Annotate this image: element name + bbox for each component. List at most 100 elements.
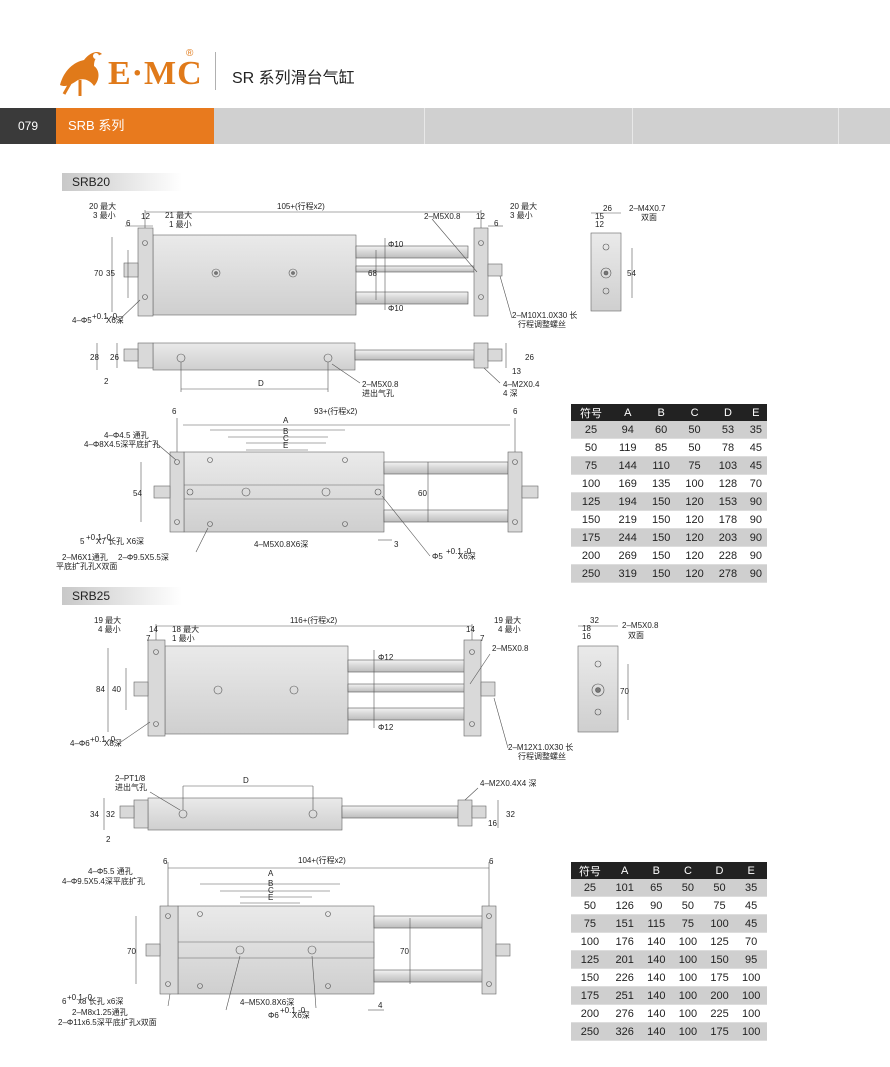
dim-label: 21 最大	[165, 210, 192, 220]
table-cell: 100	[677, 474, 712, 493]
dim-label: 104+(行程x2)	[298, 855, 346, 865]
dim-label: 4–Φ8X4.5深平底扩孔	[84, 439, 160, 449]
dim-label: 20 最大	[510, 201, 537, 211]
dim-label: 26	[525, 353, 534, 362]
table-cell: 90	[744, 492, 767, 511]
srb20-end-view	[590, 212, 633, 312]
srb25-bottom-view	[135, 862, 511, 1011]
dim-label: 6	[489, 857, 494, 866]
table-header-cell: B	[644, 404, 678, 421]
table-cell: 269	[611, 546, 645, 565]
dim-label: 34	[90, 810, 99, 819]
brand-registered-mark: ®	[186, 48, 194, 59]
table-cell: 278	[711, 564, 745, 583]
table-cell: 140	[640, 968, 673, 987]
dim-label: 13	[512, 367, 521, 376]
dim-label: 2–M6X1通孔	[62, 552, 108, 562]
table-cell: 50	[571, 438, 612, 457]
dim-label: 70	[620, 687, 629, 696]
dim-label: 7	[146, 634, 151, 643]
section-bar-tick	[424, 108, 425, 144]
dim-label: 32	[106, 810, 115, 819]
dim-label: x8 长孔 x6深	[78, 996, 123, 1006]
dim-label: +0.1 -0	[280, 1006, 306, 1015]
table-cell: 78	[711, 438, 745, 457]
table-cell: 90	[744, 546, 767, 565]
table-cell: 75	[571, 914, 609, 933]
table-cell: 200	[571, 546, 612, 565]
dim-label: 4–M2X0.4	[503, 380, 540, 389]
dim-label: D	[258, 379, 264, 388]
dim-label: C	[268, 886, 274, 895]
table-cell: 100	[703, 914, 736, 933]
table-cell: 150	[571, 510, 612, 529]
table-cell: 178	[711, 510, 745, 529]
dim-label: B	[283, 427, 288, 436]
table-cell: 150	[644, 564, 678, 583]
dim-label: Φ12	[378, 723, 394, 732]
dim-label: 1 最小	[169, 220, 192, 229]
table-cell: 25	[571, 879, 609, 897]
table-cell: 110	[644, 456, 678, 475]
dim-label: 2–M5X0.8	[362, 380, 399, 389]
dim-label: 1 最小	[172, 634, 195, 643]
table-cell: 35	[735, 879, 767, 897]
table-header-cell: B	[640, 862, 673, 879]
dim-label: 16	[488, 819, 497, 828]
dim-label: 2–M10X1.0X30 长	[512, 310, 577, 320]
dim-label: 70	[94, 269, 103, 278]
dim-label: 4–M2X0.4X4 深	[480, 779, 536, 788]
table-cell: 126	[608, 896, 641, 915]
table-header-cell: E	[735, 862, 767, 879]
table-cell: 200	[703, 986, 736, 1005]
table-cell: 144	[611, 456, 645, 475]
table-cell: 244	[611, 528, 645, 547]
dim-label: X6深	[106, 316, 124, 325]
table-header-cell: 符号	[571, 862, 609, 879]
page-number: 079	[0, 108, 56, 144]
srb20-labels: 20 最大 3 最小 12 6 21 最大 1 最小 105+(行程x2) 2–…	[56, 201, 666, 571]
table-cell: 128	[711, 474, 745, 493]
table-cell: 203	[711, 528, 745, 547]
dim-label: 5	[80, 537, 85, 546]
dim-label: 2–M5X0.8	[492, 644, 529, 653]
srb20-top-view	[111, 210, 513, 322]
dim-label: 84	[96, 685, 105, 694]
dim-label: 2	[104, 377, 109, 386]
dim-label: 进出气孔	[362, 388, 394, 398]
dim-label: C	[283, 434, 289, 443]
dim-label: 26	[603, 204, 612, 213]
table-cell: 53	[711, 421, 745, 439]
dim-label: 行程调整螺丝	[518, 751, 566, 761]
dim-label: 4–Φ4.5 通孔	[104, 430, 149, 440]
table-cell: 250	[571, 564, 612, 583]
dim-label: 35	[106, 269, 115, 278]
table-cell: 101	[608, 879, 641, 897]
dim-label: X6深	[458, 552, 476, 561]
dim-label: Φ6	[268, 1011, 279, 1020]
dim-label: 32	[506, 810, 515, 819]
dim-label: 12	[476, 212, 485, 221]
dim-label: D	[243, 776, 249, 785]
table-header-cell: A	[608, 862, 641, 879]
section-label-srb20: SRB20	[62, 173, 182, 191]
table-cell: 100	[672, 950, 704, 969]
table-cell: 45	[735, 914, 767, 933]
table-cell: 50	[703, 879, 736, 897]
table-cell: 194	[611, 492, 645, 511]
dim-label: +0.1 -0	[67, 993, 93, 1002]
dim-label: 19 最大	[94, 615, 121, 625]
dim-label: Φ10	[388, 304, 404, 313]
header-divider	[215, 52, 216, 90]
table-cell: 120	[677, 510, 712, 529]
table-cell: 100	[672, 986, 704, 1005]
table-cell: 85	[644, 438, 678, 457]
